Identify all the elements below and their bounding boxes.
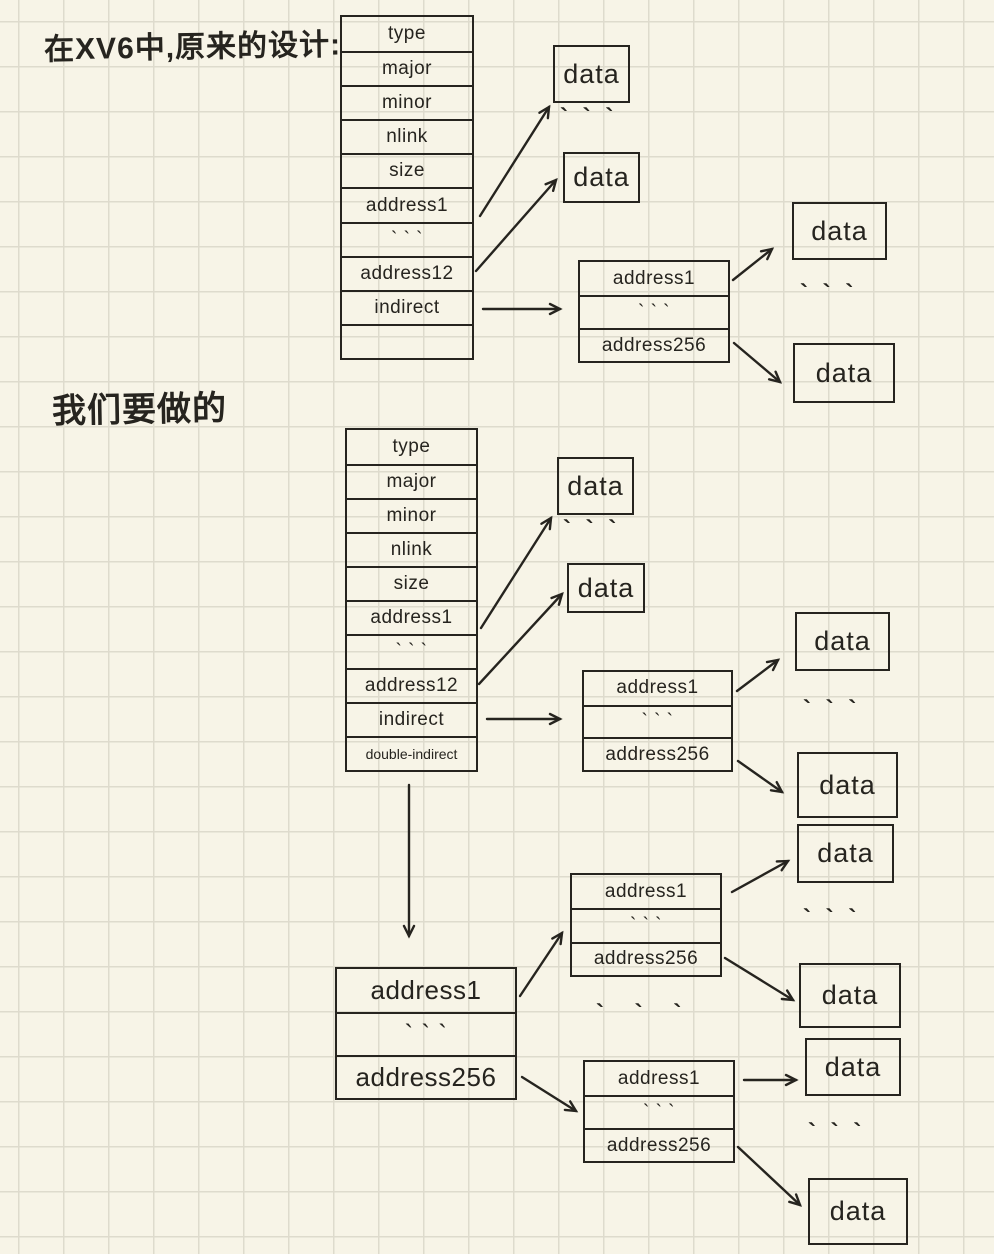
table-cell: ` ` ` — [337, 1012, 515, 1055]
table-cell: address1 — [617, 1067, 701, 1089]
arrow-dbl-addr1-to-level2-1 — [518, 930, 564, 998]
arrow-new-block-addr1-to-data — [735, 658, 781, 693]
table-cell: address256 — [585, 1128, 733, 1161]
table-cell: nlink — [347, 532, 476, 566]
data-block: data — [795, 612, 890, 671]
data-block: data — [799, 963, 901, 1028]
table-cell: indirect — [342, 289, 472, 324]
table-cell: address1 — [342, 187, 472, 221]
table-cell: ` ` ` — [342, 221, 472, 256]
table-cell: address1 — [612, 267, 696, 289]
table-cell: double-indirect — [347, 736, 476, 770]
table-cell: major — [347, 464, 476, 498]
section-heading-new: 我们要做的 — [51, 389, 228, 431]
ellipsis-marks: ` ` ` — [596, 1000, 694, 1027]
table-cell: minor — [342, 85, 472, 119]
table-cell: type — [388, 23, 426, 45]
table-cell: ` ` ` — [584, 704, 731, 738]
table-cell: ` ` ` — [580, 295, 728, 328]
table-cell: ` ` ` — [347, 634, 476, 668]
table-cell: address1 — [370, 975, 482, 1005]
level2-indirect-table-1: address1 ` ` `address256 — [570, 873, 722, 977]
data-block: data — [567, 563, 645, 613]
ellipsis-marks: ` ` ` — [560, 104, 618, 131]
table-cell: address1 — [347, 600, 476, 634]
table-cell: type — [392, 436, 431, 457]
arrow-new-addr12-to-data — [477, 592, 564, 686]
arrow-level2-1-addr256-to-data — [723, 956, 796, 1002]
ellipsis-marks: ` ` ` — [800, 280, 858, 307]
ellipsis-marks: ` ` ` — [803, 696, 861, 723]
table-cell: address256 — [580, 328, 728, 361]
data-block: data — [797, 752, 898, 818]
data-block: data — [557, 457, 634, 515]
indirect-block-table-new: address1 ` ` `address256 — [582, 670, 733, 772]
table-cell: address12 — [342, 255, 472, 290]
table-cell: size — [342, 153, 472, 187]
ellipsis-marks: ` ` ` — [563, 516, 621, 543]
ellipsis-marks: ` ` ` — [808, 1119, 866, 1146]
table-cell: address256 — [572, 941, 720, 975]
arrow-new-addr1-to-data — [479, 515, 553, 630]
table-cell: major — [342, 51, 472, 85]
table-cell: size — [347, 566, 476, 600]
arrow-dbl-addr256-to-level2-2 — [520, 1075, 579, 1113]
data-block: data — [563, 152, 640, 203]
data-block: data — [553, 45, 630, 103]
table-cell: address256 — [337, 1055, 515, 1098]
ellipsis-marks: ` ` ` — [803, 905, 861, 932]
level2-indirect-table-2: address1 ` ` `address256 — [583, 1060, 735, 1163]
arrow-orig-block-addr256-to-data — [732, 341, 783, 384]
arrow-new-block-addr256-to-data — [736, 759, 785, 794]
data-block: data — [805, 1038, 901, 1096]
data-block: data — [797, 824, 894, 883]
table-cell: ` ` ` — [585, 1095, 733, 1128]
table-cell — [342, 323, 472, 358]
data-block: data — [808, 1178, 908, 1245]
section-heading-original: 在XV6中,原来的设计: — [43, 28, 342, 67]
table-cell: minor — [347, 498, 476, 532]
indirect-block-table-original: address1 ` ` `address256 — [578, 260, 730, 363]
table-cell: address12 — [347, 668, 476, 702]
table-cell: address1 — [616, 677, 699, 699]
arrow-orig-block-addr1-to-data — [731, 247, 775, 282]
data-block: data — [793, 343, 895, 403]
arrow-level2-1-addr1-to-data — [730, 859, 791, 894]
data-block: data — [792, 202, 887, 260]
double-indirect-block-table: address1 ` ` `address256 — [335, 967, 517, 1100]
arrow-level2-2-addr256-to-data — [736, 1145, 802, 1207]
table-cell: nlink — [342, 119, 472, 153]
arrow-orig-addr1-to-data — [478, 104, 551, 218]
arrow-orig-addr12-to-data — [474, 177, 558, 273]
table-cell: address256 — [584, 737, 731, 770]
table-cell: address1 — [604, 880, 688, 902]
table-cell: indirect — [347, 702, 476, 736]
table-cell: ` ` ` — [572, 908, 720, 941]
